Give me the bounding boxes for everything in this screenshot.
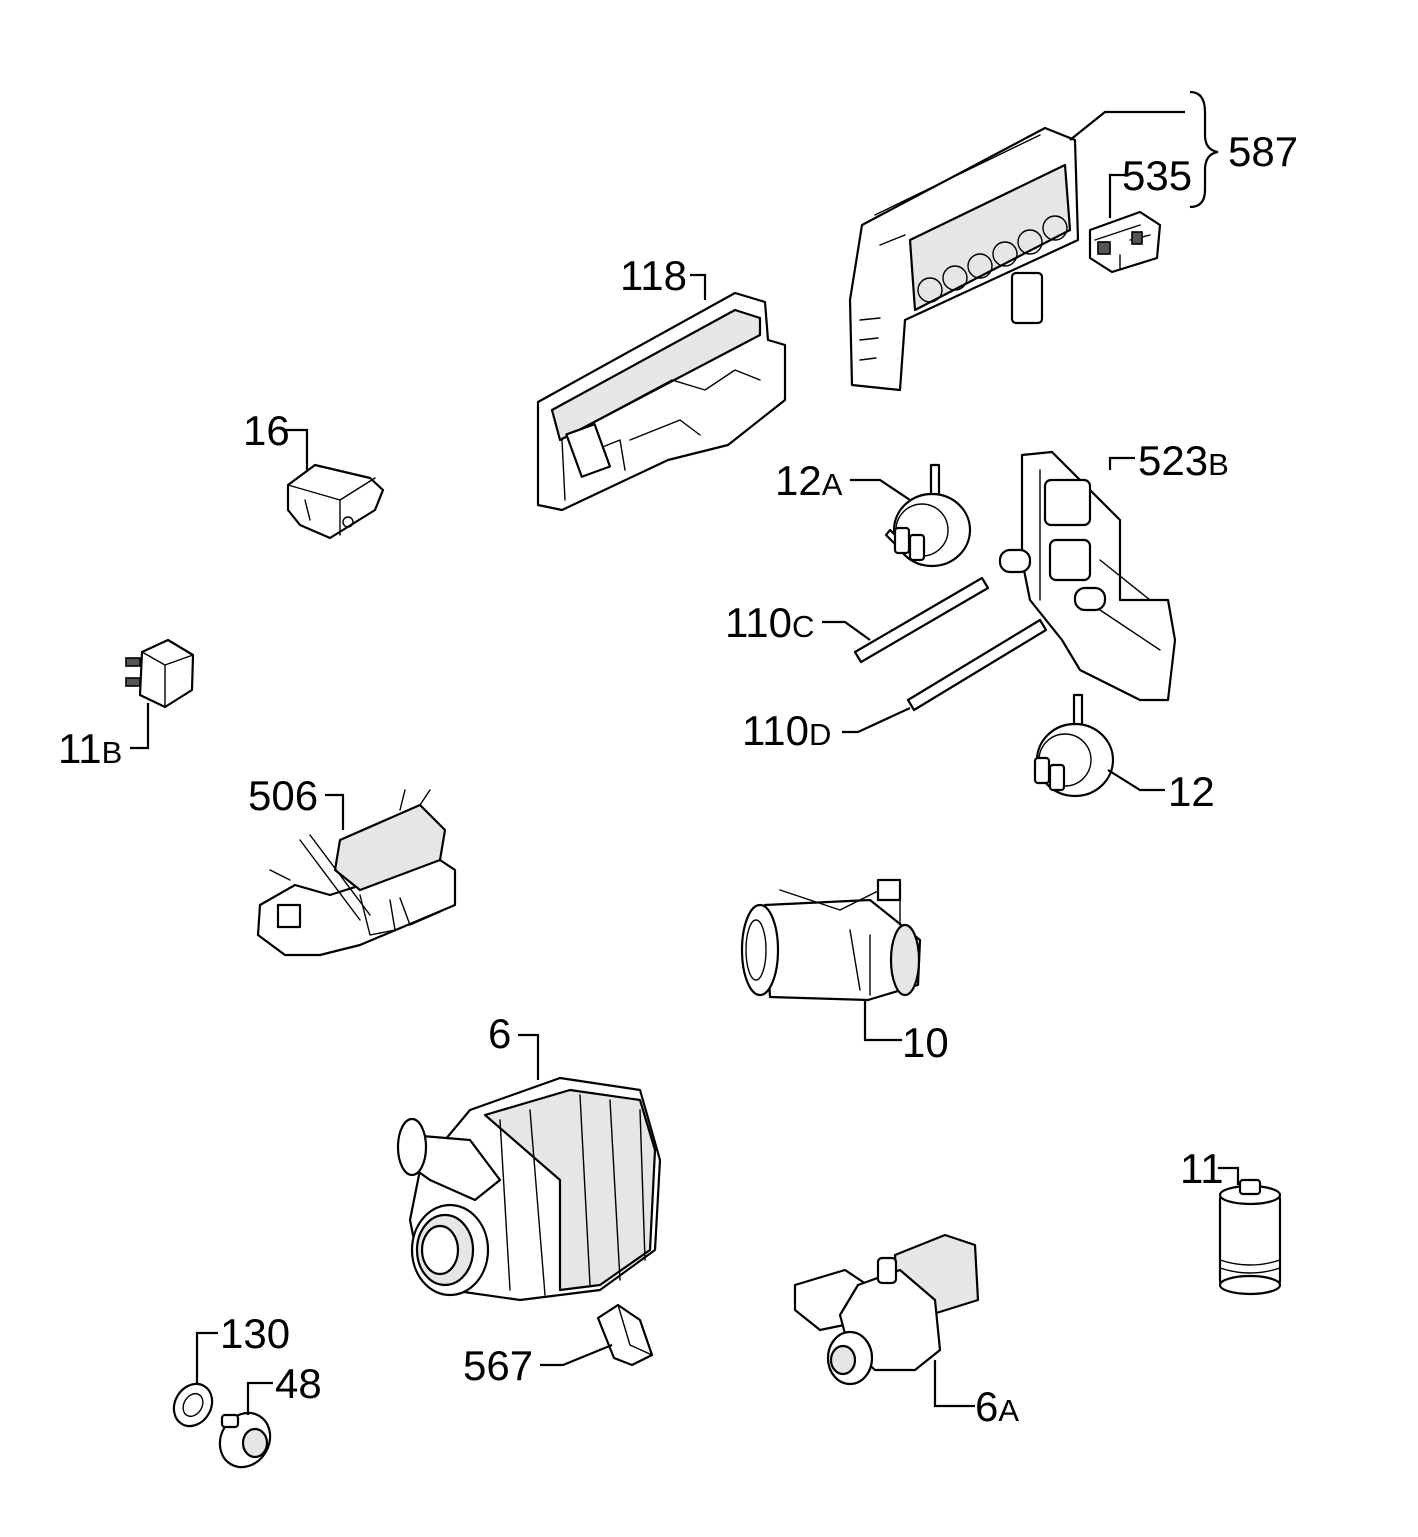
callout-110C: 110C — [725, 599, 814, 646]
dispenser-part[interactable] — [536, 291, 787, 512]
plug-48-part[interactable] — [210, 1404, 280, 1476]
clip-567-part[interactable] — [596, 1303, 654, 1367]
callout-587: 587 — [1228, 128, 1298, 175]
capacitor-11-part[interactable] — [1218, 1178, 1282, 1296]
hose-110C-part[interactable] — [853, 576, 990, 664]
leader-48 — [246, 1381, 273, 1415]
callout-6: 6 — [488, 1010, 511, 1057]
leader-11 — [1218, 1166, 1240, 1185]
leader-12A — [850, 478, 911, 501]
callout-11B: 11B — [58, 725, 122, 772]
heater-10-part[interactable] — [740, 878, 922, 1002]
relay-11B-part[interactable] — [125, 638, 195, 709]
leader-10 — [863, 1000, 902, 1042]
pressure-switch-12A-part[interactable] — [884, 463, 972, 568]
callout-12A: 12A — [775, 457, 843, 504]
callout-10: 10 — [902, 1019, 949, 1066]
bracket-523B-part[interactable] — [998, 450, 1177, 702]
leader-6A — [933, 1360, 975, 1408]
pump-motor-6-part[interactable] — [396, 1076, 662, 1302]
control-module-part[interactable] — [848, 126, 1080, 392]
callout-6A: 6A — [975, 1383, 1019, 1430]
sensor-assembly-506-part[interactable] — [256, 789, 457, 957]
leader-535 — [1108, 173, 1125, 218]
callout-110D: 110D — [742, 707, 831, 754]
callout-16: 16 — [243, 407, 290, 454]
drain-pump-6A-part[interactable] — [793, 1233, 980, 1386]
callout-11: 11 — [1180, 1145, 1224, 1192]
callout-12: 12 — [1168, 768, 1215, 815]
hose-110D-part[interactable] — [906, 618, 1048, 712]
callout-48: 48 — [275, 1360, 322, 1407]
callout-118: 118 — [620, 252, 687, 299]
leader-118 — [690, 273, 707, 300]
connector-535-part[interactable] — [1088, 210, 1162, 274]
leader-6 — [518, 1033, 540, 1080]
leader-130 — [195, 1331, 218, 1383]
leader-16 — [285, 428, 309, 470]
door-switch-part[interactable] — [286, 463, 385, 540]
brace-587 — [1189, 90, 1219, 209]
callout-130: 130 — [220, 1310, 290, 1357]
leader-506 — [325, 793, 345, 830]
pressure-switch-12-part[interactable] — [1033, 693, 1115, 798]
leader-110C — [822, 620, 871, 641]
callout-567: 567 — [463, 1342, 533, 1389]
leader-567 — [540, 1343, 613, 1367]
leader-110D — [842, 707, 911, 734]
callout-535: 535 — [1122, 152, 1192, 199]
callout-506: 506 — [248, 772, 318, 819]
leader-11B — [130, 703, 150, 750]
leader-12 — [1107, 769, 1165, 792]
leader-523B — [1108, 456, 1135, 470]
seal-130-part[interactable] — [166, 1377, 219, 1433]
callout-523B: 523B — [1138, 437, 1229, 484]
leader-587 — [1069, 110, 1185, 141]
